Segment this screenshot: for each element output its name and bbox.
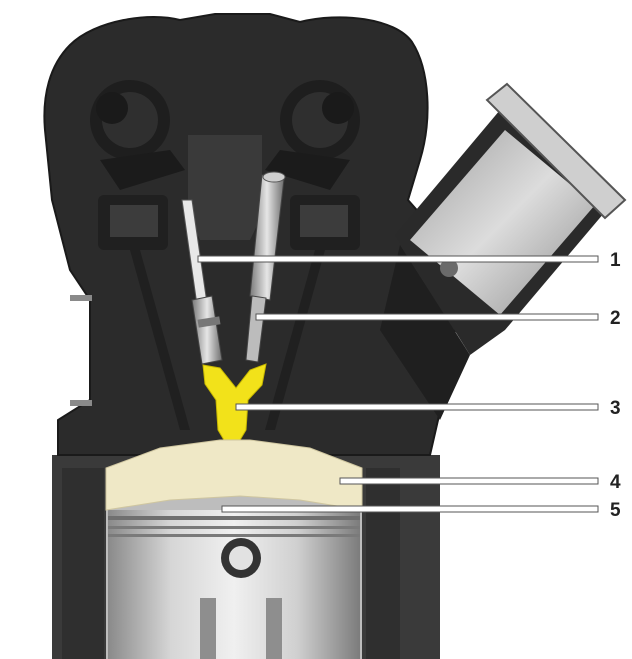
leader-lines [197, 255, 599, 513]
callout-number-2: 2 [610, 308, 621, 329]
piston [108, 510, 360, 659]
fuel-injector [245, 171, 286, 363]
callout-labels: 1 2 3 4 5 [610, 250, 621, 521]
intake-runner [380, 82, 627, 420]
callout-number-3: 3 [610, 398, 621, 419]
pre-chamber [202, 363, 267, 441]
callout-number-5: 5 [610, 500, 621, 521]
callout-number-4: 4 [610, 472, 621, 493]
leader-line-1 [197, 255, 599, 263]
callout-number-1: 1 [610, 250, 621, 271]
spark-plug [181, 199, 223, 365]
main-combustion-chamber [105, 439, 363, 511]
leader-line-2 [255, 313, 599, 321]
leader-line-4 [339, 477, 599, 485]
leader-line-5 [221, 505, 599, 513]
leader-line-3 [235, 403, 599, 411]
